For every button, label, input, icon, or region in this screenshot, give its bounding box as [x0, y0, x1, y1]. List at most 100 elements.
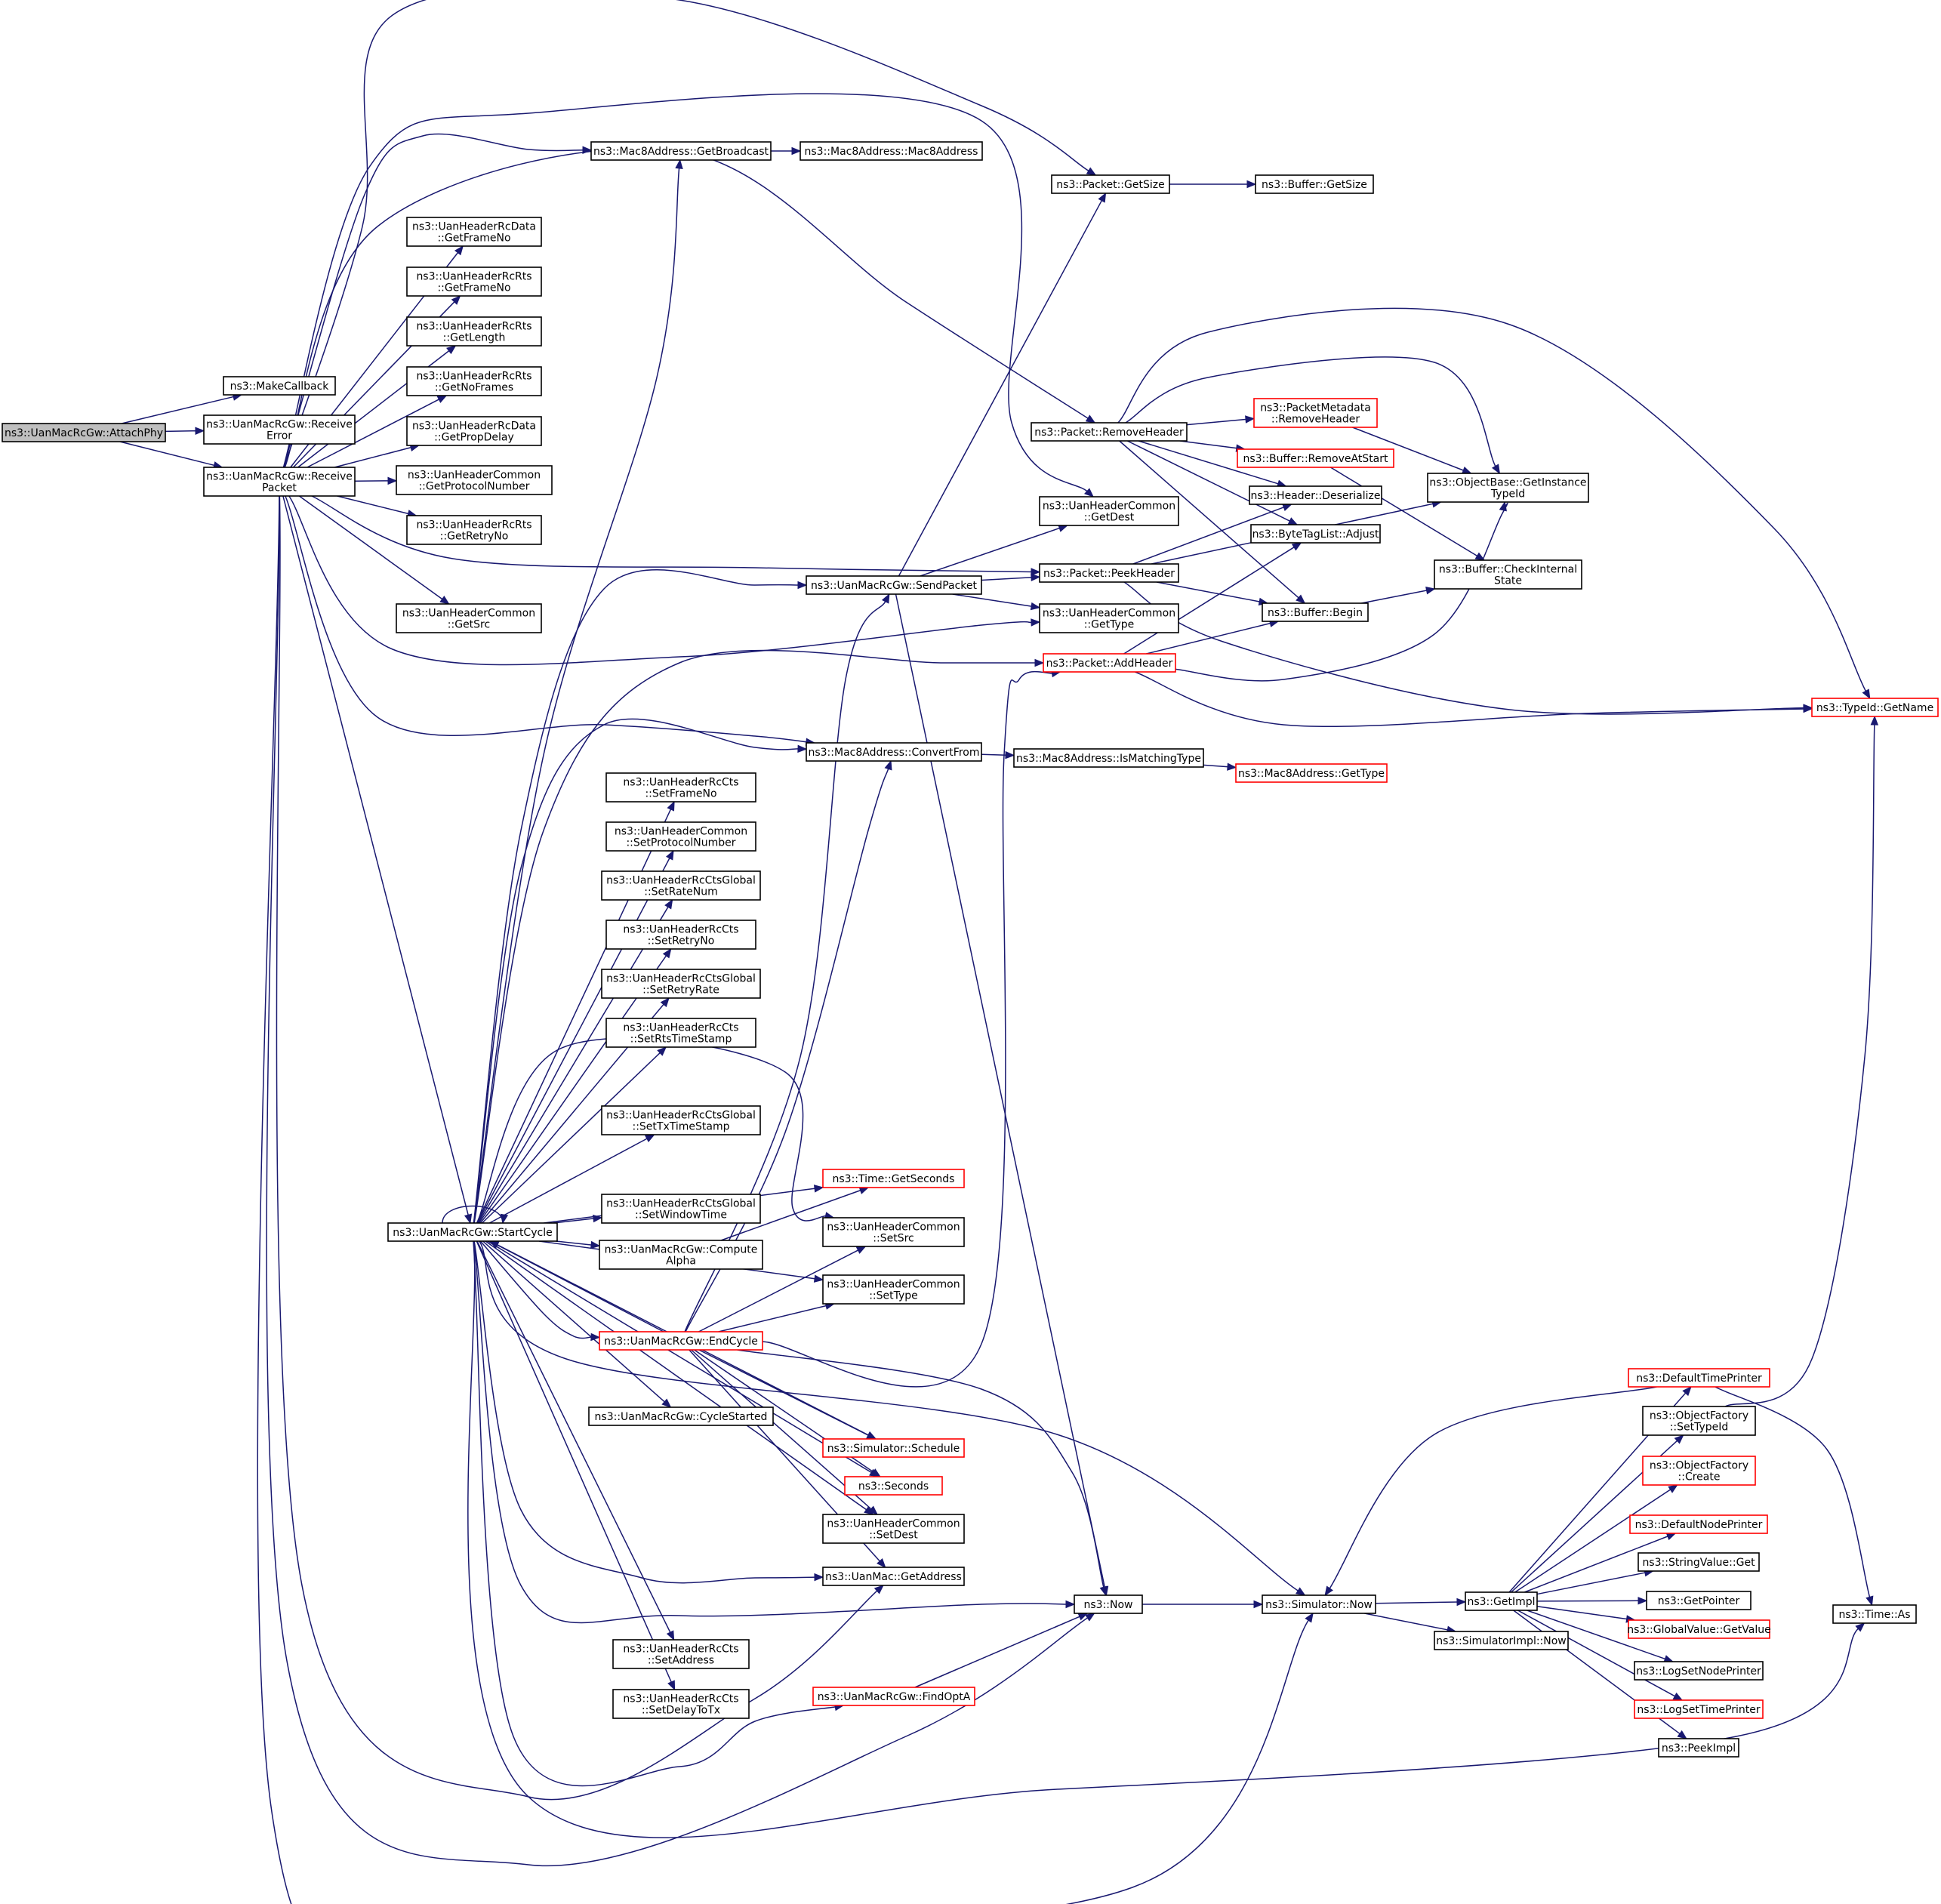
node-removeatstart[interactable]: ns3::Buffer::RemoveAtStart — [1237, 448, 1394, 468]
node-common_getsrc[interactable]: ns3::UanHeaderCommon::GetSrc — [396, 603, 542, 633]
edge-receivepacket-to-peekheader — [311, 495, 1041, 576]
node-label: ns3::UanMacRcGw::AttachPhy — [5, 427, 163, 439]
node-label: ns3::UanHeaderCommon — [827, 1518, 960, 1530]
node-common_getprotocolnumber[interactable]: ns3::UanHeaderCommon::GetProtocolNumber — [396, 465, 553, 495]
node-endcycle[interactable]: ns3::UanMacRcGw::EndCycle — [599, 1331, 763, 1351]
node-getpointer[interactable]: ns3::GetPointer — [1646, 1591, 1752, 1610]
node-peekheader[interactable]: ns3::Packet::PeekHeader — [1039, 563, 1179, 583]
node-simulatorimpl_now[interactable]: ns3::SimulatorImpl::Now — [1434, 1631, 1569, 1650]
node-rcrts_getlength[interactable]: ns3::UanHeaderRcRts::GetLength — [406, 316, 542, 347]
node-label: ns3::GetPointer — [1658, 1595, 1740, 1607]
node-logtimeprinter[interactable]: ns3::LogSetTimePrinter — [1634, 1699, 1764, 1719]
edge-startcycle-to-cts_setaddress — [476, 1240, 675, 1641]
node-of_settypeid[interactable]: ns3::ObjectFactory::SetTypeId — [1642, 1406, 1756, 1436]
node-label: ns3::Time::GetSeconds — [833, 1173, 955, 1185]
node-makecallback[interactable]: ns3::MakeCallback — [223, 376, 336, 396]
node-defaulttimeprinter[interactable]: ns3::DefaultTimePrinter — [1628, 1368, 1770, 1388]
node-now[interactable]: ns3::Now — [1074, 1594, 1143, 1614]
node-uanmac_getaddress[interactable]: ns3::UanMac::GetAddress — [822, 1567, 965, 1586]
node-cts_setdelaytotx[interactable]: ns3::UanHeaderRcCts::SetDelayToTx — [612, 1689, 750, 1719]
node-common_setdest[interactable]: ns3::UanHeaderCommon::SetDest — [822, 1514, 965, 1544]
node-ctsg_setretryrate[interactable]: ns3::UanHeaderRcCtsGlobal::SetRetryRate — [601, 969, 761, 999]
node-ismatchingtype[interactable]: ns3::Mac8Address::IsMatchingType — [1013, 748, 1204, 768]
node-removeheader[interactable]: ns3::Packet::RemoveHeader — [1031, 422, 1188, 442]
node-label: ns3::UanHeaderRcRts — [416, 271, 531, 283]
node-rcrts_getretryno[interactable]: ns3::UanHeaderRcRts::GetRetryNo — [406, 515, 542, 545]
node-label: ::SetRateNum — [644, 886, 718, 898]
node-cyclestarted[interactable]: ns3::UanMacRcGw::CycleStarted — [588, 1406, 774, 1426]
node-label: ns3::TypeId::GetName — [1816, 702, 1933, 714]
node-box — [1658, 1738, 1739, 1758]
node-common_setprotocolnumber[interactable]: ns3::UanHeaderCommon::SetProtocolNumber — [605, 821, 756, 852]
node-seconds[interactable]: ns3::Seconds — [844, 1476, 943, 1496]
node-box — [1634, 1661, 1764, 1681]
node-simulator_now[interactable]: ns3::Simulator::Now — [1262, 1594, 1376, 1614]
node-cts_setframeno[interactable]: ns3::UanHeaderRcCts::SetFrameNo — [605, 772, 756, 803]
node-of_create[interactable]: ns3::ObjectFactory::Create — [1642, 1456, 1756, 1486]
edge-removeheader-to-pm_removeheader — [1186, 415, 1255, 426]
node-schedule[interactable]: ns3::Simulator::Schedule — [822, 1438, 965, 1458]
node-common_gettype[interactable]: ns3::UanHeaderCommon::GetType — [1039, 603, 1179, 633]
node-mac8address[interactable]: ns3::Mac8Address::Mac8Address — [800, 141, 983, 161]
node-box — [822, 1274, 965, 1305]
node-addheader[interactable]: ns3::Packet::AddHeader — [1043, 653, 1176, 673]
node-label: ns3::UanHeaderCommon — [402, 608, 535, 620]
node-label: ::SetRetryNo — [648, 935, 715, 947]
node-sendpacket[interactable]: ns3::UanMacRcGw::SendPacket — [806, 575, 982, 595]
node-label: ns3::Mac8Address::Mac8Address — [805, 146, 978, 158]
edge-receivepacket-to-rcrts_getretryno — [337, 495, 417, 518]
edge-startcycle-to-cts_setdelaytotx — [476, 1240, 676, 1691]
node-mac8_gettype[interactable]: ns3::Mac8Address::GetType — [1235, 763, 1388, 783]
node-box — [1255, 174, 1374, 194]
node-startcycle[interactable]: ns3::UanMacRcGw::StartCycle — [387, 1222, 558, 1242]
node-cts_setaddress[interactable]: ns3::UanHeaderRcCts::SetAddress — [612, 1639, 750, 1669]
node-typeid_getname[interactable]: ns3::TypeId::GetName — [1811, 698, 1939, 717]
node-stringvalue_get[interactable]: ns3::StringValue::Get — [1638, 1552, 1760, 1572]
node-getsize[interactable]: ns3::Packet::GetSize — [1051, 174, 1170, 194]
node-deserialize[interactable]: ns3::Header::Deserialize — [1249, 485, 1382, 505]
node-getimpl[interactable]: ns3::GetImpl — [1465, 1591, 1538, 1611]
node-cts_setretryno[interactable]: ns3::UanHeaderRcCts::SetRetryNo — [605, 920, 756, 950]
node-rcrts_getframeno[interactable]: ns3::UanHeaderRcRts::GetFrameNo — [406, 266, 542, 297]
node-bytetaglist_adjust[interactable]: ns3::ByteTagList::Adjust — [1250, 524, 1381, 544]
node-globalvalue_getvalue[interactable]: ns3::GlobalValue::GetValue — [1627, 1619, 1771, 1639]
node-cts_setrtstimestamp[interactable]: ns3::UanHeaderRcCts::SetRtsTimeStamp — [605, 1018, 756, 1048]
node-box — [1646, 1591, 1752, 1610]
node-label: ns3::Packet::PeekHeader — [1043, 568, 1175, 580]
node-peekimpl[interactable]: ns3::PeekImpl — [1658, 1738, 1739, 1758]
node-ctsg_setratenum[interactable]: ns3::UanHeaderRcCtsGlobal::SetRateNum — [601, 870, 761, 901]
node-box — [1427, 473, 1589, 503]
node-getbroadcast[interactable]: ns3::Mac8Address::GetBroadcast — [590, 141, 772, 161]
node-time_as[interactable]: ns3::Time::As — [1832, 1604, 1917, 1624]
node-box — [406, 217, 542, 247]
node-time_getseconds[interactable]: ns3::Time::GetSeconds — [822, 1169, 965, 1188]
node-label: ns3::UanHeaderRcCts — [623, 924, 738, 936]
edge-startcycle-to-startcycle — [442, 1205, 509, 1225]
node-lognodeprinter[interactable]: ns3::LogSetNodePrinter — [1634, 1661, 1764, 1681]
node-buffergetsize[interactable]: ns3::Buffer::GetSize — [1255, 174, 1374, 194]
node-ctsg_settxtimestamp[interactable]: ns3::UanHeaderRcCtsGlobal::SetTxTimeStam… — [601, 1105, 761, 1135]
node-common_setsrc[interactable]: ns3::UanHeaderCommon::SetSrc — [822, 1217, 965, 1247]
node-convertfrom[interactable]: ns3::Mac8Address::ConvertFrom — [806, 742, 982, 762]
node-box — [1013, 748, 1204, 768]
node-rcrts_getnoframes[interactable]: ns3::UanHeaderRcRts::GetNoFrames — [406, 366, 542, 396]
node-common_settype[interactable]: ns3::UanHeaderCommon::SetType — [822, 1274, 965, 1305]
node-rcdata_getframeno[interactable]: ns3::UanHeaderRcData::GetFrameNo — [406, 217, 542, 247]
edge-startcycle-to-sendpacket — [473, 569, 808, 1224]
node-findopta[interactable]: ns3::UanMacRcGw::FindOptA — [812, 1687, 975, 1706]
node-attachphy[interactable]: ns3::UanMacRcGw::AttachPhy — [2, 423, 166, 442]
node-box — [1832, 1604, 1917, 1624]
node-common_getdest[interactable]: ns3::UanHeaderCommon::GetDest — [1039, 496, 1179, 526]
node-buffer_begin[interactable]: ns3::Buffer::Begin — [1262, 602, 1369, 622]
node-rcdata_getpropdelay[interactable]: ns3::UanHeaderRcData::GetPropDelay — [406, 416, 542, 446]
edge-startcycle-to-cts_setretryno — [478, 947, 672, 1224]
node-pm_removeheader[interactable]: ns3::PacketMetadata::RemoveHeader — [1253, 398, 1378, 428]
node-ctsg_setwindowtime[interactable]: ns3::UanHeaderRcCtsGlobal::SetWindowTime — [601, 1194, 761, 1224]
node-defaultnodeprinter[interactable]: ns3::DefaultNodePrinter — [1629, 1514, 1768, 1534]
